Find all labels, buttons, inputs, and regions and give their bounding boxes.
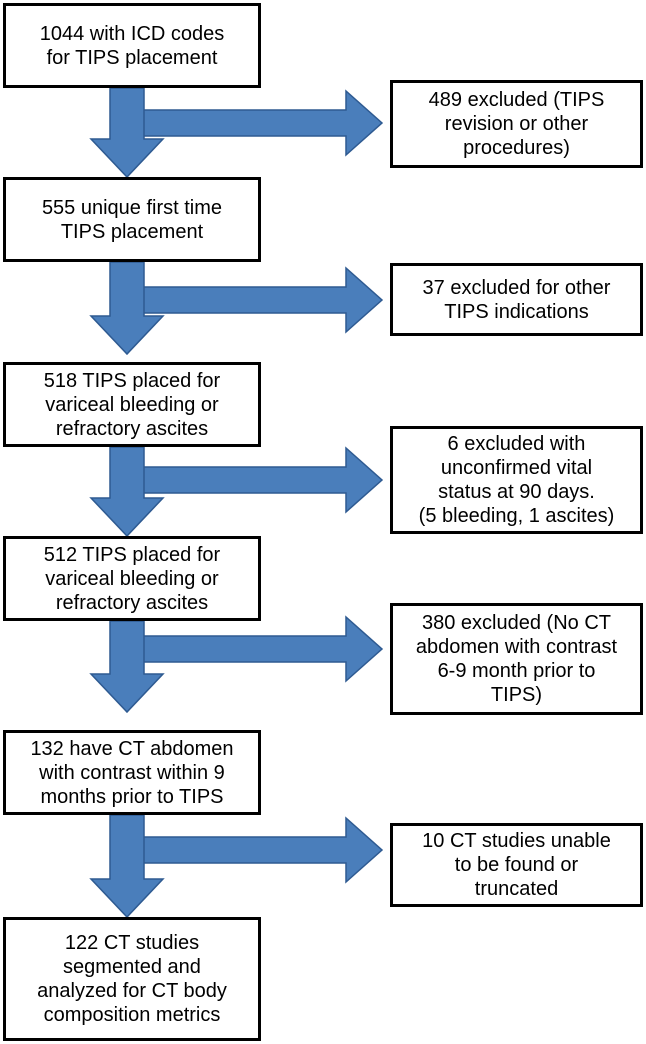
down-arrow-2: [89, 261, 165, 356]
step-text: 132 have CT abdomen with contrast within…: [30, 737, 234, 808]
exclusion-box-6: 6 excluded with unconfirmed vital status…: [390, 426, 643, 534]
exclusion-box-380: 380 excluded (No CT abdomen with contras…: [390, 603, 643, 715]
down-arrow-1: [89, 87, 165, 179]
exclusion-text: 10 CT studies unable to be found or trun…: [422, 830, 611, 900]
right-arrow-3: [139, 446, 384, 514]
step-text: 518 TIPS placed for variceal bleeding or…: [43, 369, 221, 440]
step-box-1044-icd-codes: 1044 with ICD codes for TIPS placement: [3, 3, 261, 88]
right-arrow-1: [139, 89, 384, 157]
step-box-132-ct-abdomen: 132 have CT abdomen with contrast within…: [3, 730, 261, 815]
right-arrow-5: [139, 816, 384, 884]
exclusion-text: 6 excluded with unconfirmed vital status…: [418, 433, 615, 527]
right-arrow-4: [139, 615, 384, 683]
step-text: 1044 with ICD codes for TIPS placement: [39, 22, 225, 69]
down-arrow-4: [89, 620, 165, 714]
exclusion-text: 489 excluded (TIPS revision or other pro…: [428, 89, 605, 159]
exclusion-box-37: 37 excluded for other TIPS indications: [390, 263, 643, 336]
exclusion-text: 380 excluded (No CT abdomen with contras…: [415, 612, 618, 706]
down-arrow-5: [89, 814, 165, 919]
step-box-512-tips-placed: 512 TIPS placed for variceal bleeding or…: [3, 536, 261, 621]
exclusion-box-489: 489 excluded (TIPS revision or other pro…: [390, 80, 643, 168]
step-text: 555 unique first time TIPS placement: [41, 196, 223, 243]
step-box-518-tips-placed: 518 TIPS placed for variceal bleeding or…: [3, 362, 261, 447]
step-text: 512 TIPS placed for variceal bleeding or…: [43, 543, 221, 614]
down-arrow-3: [89, 446, 165, 538]
exclusion-box-10: 10 CT studies unable to be found or trun…: [390, 823, 643, 907]
right-arrow-2: [139, 266, 384, 334]
step-text: 122 CT studies segmented and analyzed fo…: [37, 932, 227, 1026]
step-box-555-first-time: 555 unique first time TIPS placement: [3, 177, 261, 262]
exclusion-text: 37 excluded for other TIPS indications: [422, 276, 611, 323]
step-box-122-ct-studies: 122 CT studies segmented and analyzed fo…: [3, 917, 261, 1041]
